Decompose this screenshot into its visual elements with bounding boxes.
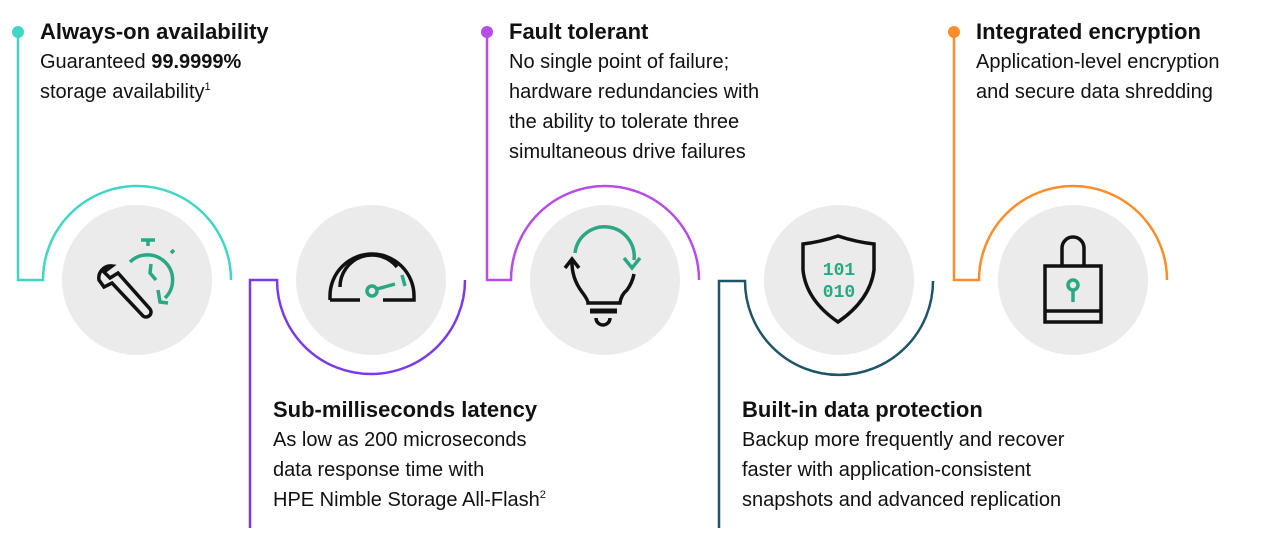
feature-text: simultaneous drive failures — [509, 141, 746, 163]
svg-text:101: 101 — [823, 261, 856, 281]
feature-text: Application-level encryption — [976, 51, 1220, 73]
wrench-stopwatch-icon — [97, 238, 176, 319]
connector-4 — [717, 279, 935, 528]
footnote-ref: 1 — [204, 81, 211, 93]
footnote-ref: 2 — [539, 489, 546, 501]
bullet-dot-1 — [12, 26, 24, 38]
shield-binary-icon — [801, 234, 876, 325]
feature-text: Guaranteed — [40, 51, 152, 73]
feature-text: As low as 200 microseconds — [273, 429, 527, 451]
connector-5 — [952, 32, 1169, 282]
feature-text: and secure data shredding — [976, 81, 1213, 103]
icon-circle-2 — [296, 205, 446, 355]
feature-text: snapshots and advanced replication — [742, 489, 1062, 511]
feature-title: Fault tolerant — [509, 19, 649, 44]
feature-data-protection: Built-in data protection Backup more fre… — [742, 395, 1064, 515]
feature-always-on: Always-on availability Guaranteed 99.999… — [40, 17, 269, 107]
feature-title: Always-on availability — [40, 19, 269, 44]
feature-text: storage availability — [40, 81, 205, 103]
padlock-icon — [1043, 235, 1103, 324]
feature-text: faster with application-consistent — [742, 459, 1032, 481]
feature-title: Built-in data protection — [742, 397, 983, 422]
feature-text: the ability to tolerate three — [509, 111, 740, 133]
connector-2 — [248, 278, 467, 528]
feature-fault-tolerant: Fault tolerant No single point of failur… — [509, 17, 759, 167]
bullet-dot-3 — [481, 26, 493, 38]
connector-3 — [485, 32, 701, 282]
feature-title: Sub-milliseconds latency — [273, 397, 538, 422]
feature-latency: Sub-milliseconds latency As low as 200 m… — [273, 395, 546, 515]
feature-text: data response time with — [273, 459, 485, 481]
speedometer-icon — [328, 252, 416, 302]
svg-text:010: 010 — [823, 283, 855, 303]
connector-1 — [16, 32, 233, 282]
availability-value: 99.9999% — [151, 51, 242, 73]
bullet-dot-5 — [948, 26, 960, 38]
feature-text: HPE Nimble Storage All-Flash — [273, 489, 540, 511]
feature-text: Backup more frequently and recover — [742, 429, 1065, 451]
icon-circle-1 — [62, 205, 212, 355]
feature-encryption: Integrated encryption Application-level … — [976, 17, 1219, 107]
feature-text: hardware redundancies with — [509, 81, 760, 103]
feature-title: Integrated encryption — [976, 19, 1201, 44]
lightbulb-cycle-icon — [563, 225, 642, 327]
binary-text: 101 010 — [823, 261, 856, 303]
icon-circle-3 — [530, 205, 680, 355]
feature-text: No single point of failure; — [509, 51, 730, 73]
